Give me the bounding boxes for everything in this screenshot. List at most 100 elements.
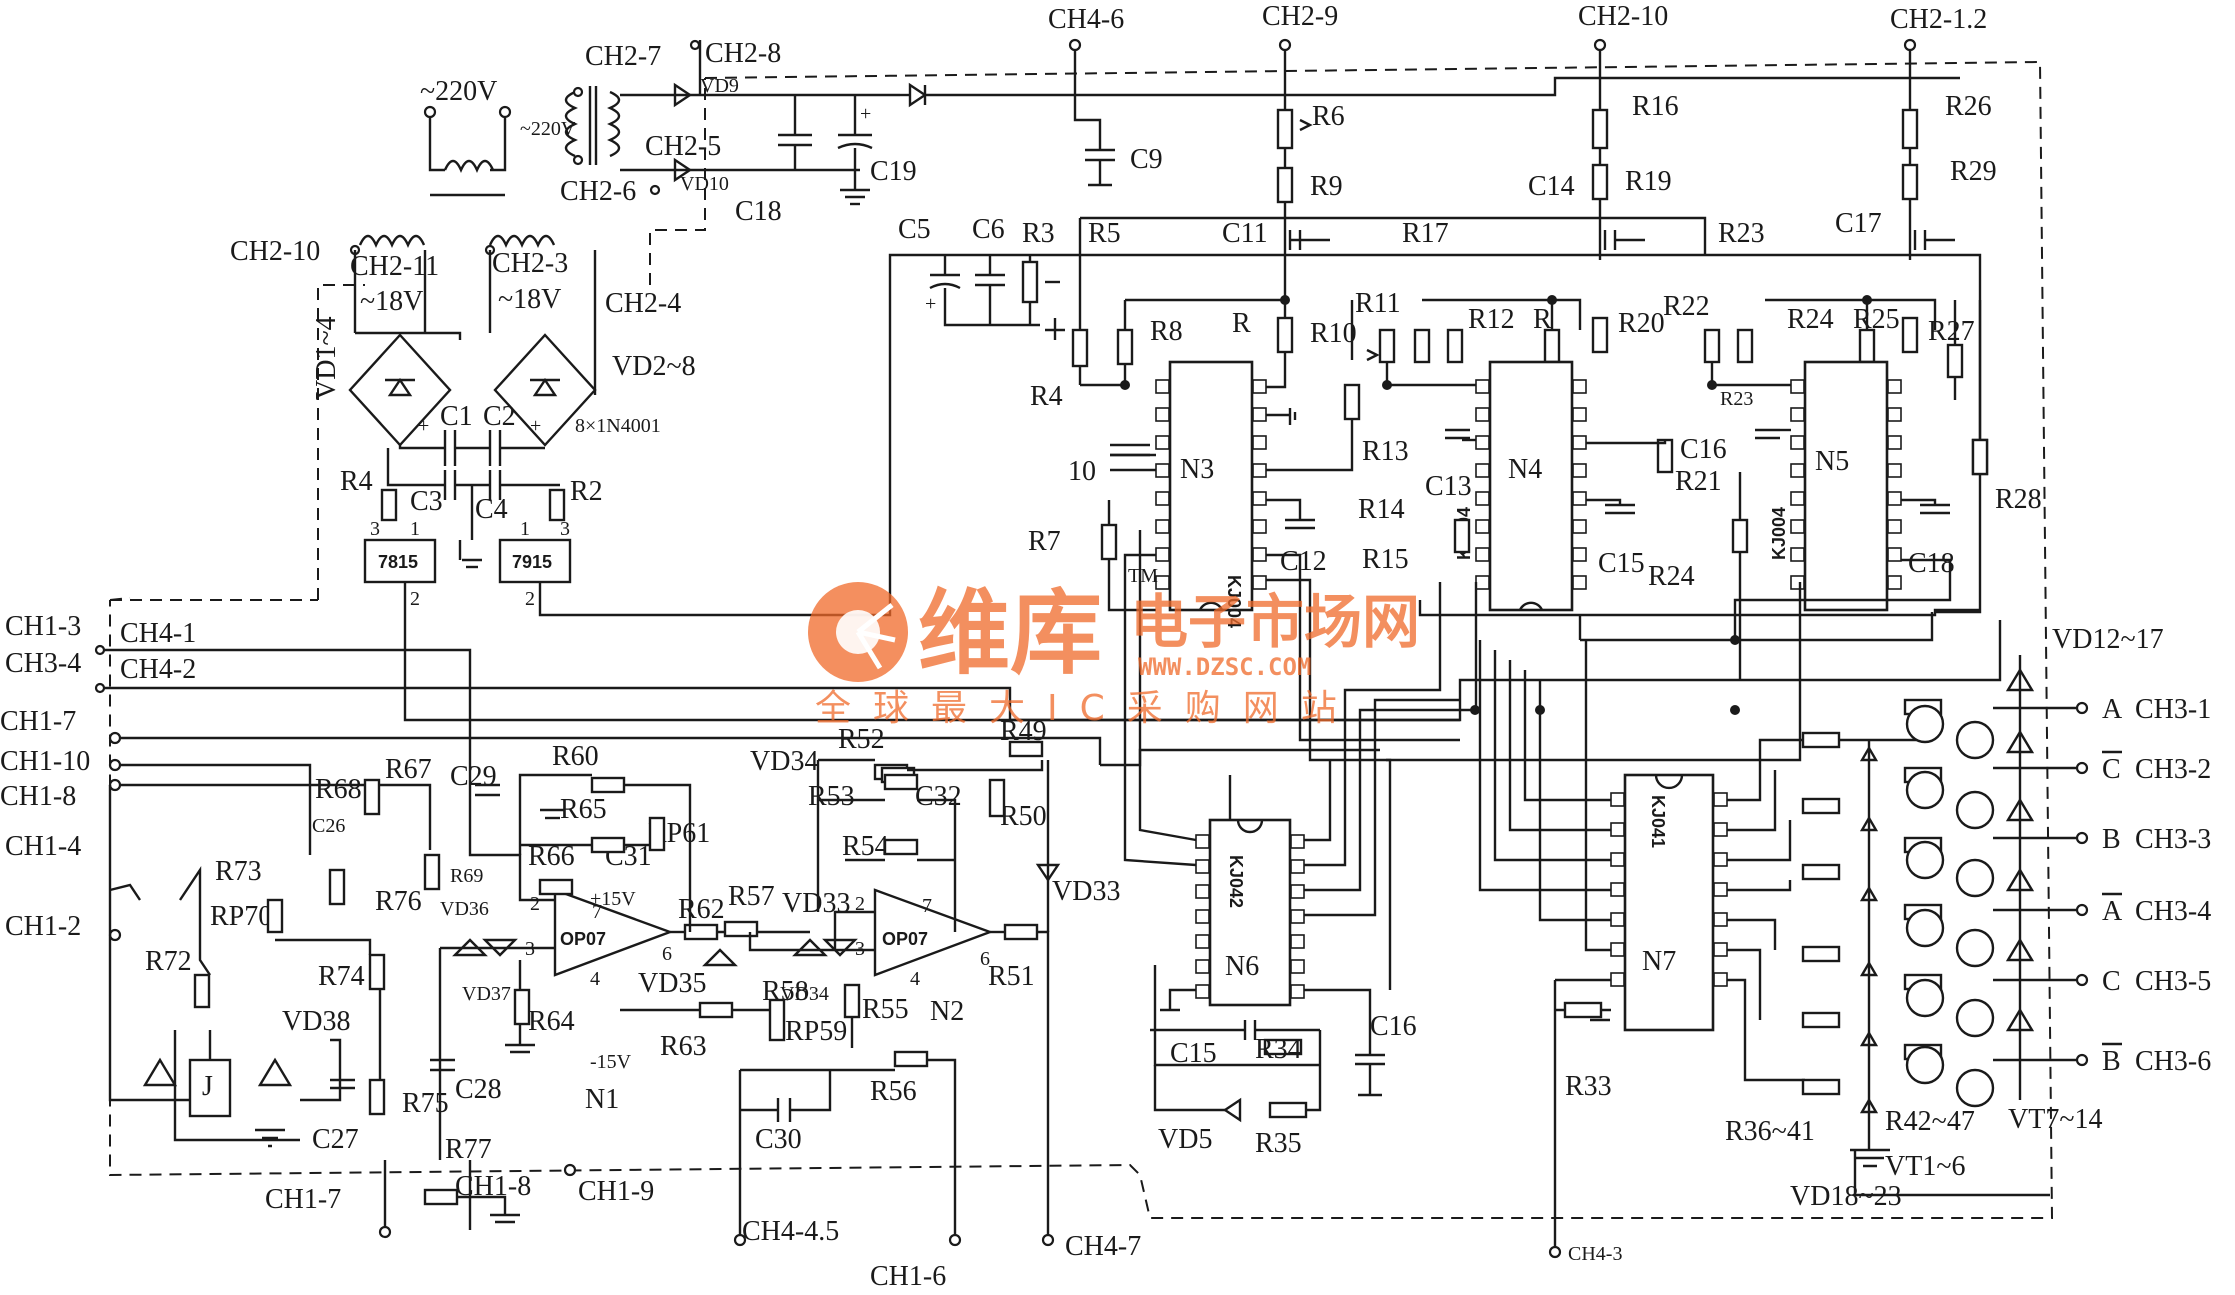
out-pin-1: CH3-1 xyxy=(2135,694,2211,725)
svg-text:1: 1 xyxy=(410,518,420,540)
n1-name: N1 xyxy=(585,1084,619,1115)
regulator-7815 xyxy=(363,538,437,584)
svg-text:R65: R65 xyxy=(560,794,607,825)
rectifier-left-label: VD1~4 xyxy=(311,316,342,400)
n7-part: KJ041 xyxy=(1648,795,1668,848)
opamp-n1: OP07 N1 +15V -15V 2 3 4 7 6 xyxy=(525,888,810,1115)
svg-text:VD38: VD38 xyxy=(282,1006,350,1037)
svg-text:R16: R16 xyxy=(1632,91,1679,122)
svg-text:VD35: VD35 xyxy=(638,968,706,999)
svg-text:R2: R2 xyxy=(570,476,603,507)
out-pin-4: CH3-4 xyxy=(2135,896,2211,927)
svg-text:C14: C14 xyxy=(1528,171,1575,202)
n3-part: KJ004 xyxy=(1224,575,1244,628)
conn-ch2-10-top: CH2-10 xyxy=(1578,1,1668,32)
svg-text:C3: C3 xyxy=(410,486,443,517)
svg-text:R4: R4 xyxy=(340,466,373,497)
driver-resistors xyxy=(1801,698,1943,1096)
svg-text:R76: R76 xyxy=(375,886,422,917)
diodes-drv-label: VD18~23 xyxy=(1790,1181,1902,1212)
svg-text:R: R xyxy=(1533,304,1552,335)
svg-text:R60: R60 xyxy=(552,741,599,772)
out-pin-5: CH3-5 xyxy=(2135,966,2211,997)
svg-text:R51: R51 xyxy=(988,961,1035,992)
svg-text:1: 1 xyxy=(520,518,530,540)
conn-ch4-2: CH4-2 xyxy=(120,654,196,685)
out-phase-3: B xyxy=(2102,824,2121,855)
svg-text:R8: R8 xyxy=(1150,316,1183,347)
out-phase-1: A xyxy=(2102,694,2123,725)
diodes-out-label: VD12~17 xyxy=(2052,624,2164,655)
conn-ch2-7: CH2-7 xyxy=(585,41,661,72)
svg-text:R64: R64 xyxy=(528,1006,575,1037)
power-supply: ~220V ~220V CH2-7 CH2-8 CH2-5 CH2-6 VD9 … xyxy=(230,38,1982,722)
svg-text:R24: R24 xyxy=(1787,304,1834,335)
svg-text:R73: R73 xyxy=(215,856,262,887)
driver-diodes xyxy=(1850,740,1890,1168)
svg-text:C4: C4 xyxy=(475,494,508,525)
svg-text:R35: R35 xyxy=(1255,1128,1302,1159)
conn-ch1-4: CH1-4 xyxy=(5,831,81,862)
ac-18v-left: ~18V xyxy=(360,286,423,317)
n3-name: N3 xyxy=(1180,454,1214,485)
svg-text:R21: R21 xyxy=(1675,466,1722,497)
conn-ch2-10-left: CH2-10 xyxy=(230,236,320,267)
svg-text:R23: R23 xyxy=(1718,218,1765,249)
svg-text:R75: R75 xyxy=(402,1088,449,1119)
watermark-tm: TM xyxy=(1128,565,1158,587)
svg-text:R29: R29 xyxy=(1950,156,1997,187)
svg-text:R9: R9 xyxy=(1310,171,1343,202)
svg-text:R52: R52 xyxy=(838,724,885,755)
svg-text:R7: R7 xyxy=(1028,526,1061,557)
conn-ch2-9: CH2-9 xyxy=(1262,1,1338,32)
n1-part: OP07 xyxy=(560,929,606,949)
svg-text:R26: R26 xyxy=(1945,91,1992,122)
conn-ch1-3: CH1-3 xyxy=(5,611,81,642)
conn-ch2-3: CH2-3 xyxy=(492,248,568,279)
vd9-label: VD9 xyxy=(700,75,739,97)
svg-text:R55: R55 xyxy=(862,994,909,1025)
conn-ch4-3: CH4-3 xyxy=(1568,1243,1622,1265)
svg-text:R23: R23 xyxy=(1720,388,1753,410)
chip-n6: N6 KJ042 C15 R34 C16 VD5 R35 xyxy=(1150,818,1417,1159)
reg-pos-label: 7815 xyxy=(378,552,418,572)
svg-text:R14: R14 xyxy=(1358,494,1405,525)
out-phase-6: B xyxy=(2102,1046,2121,1077)
svg-text:R22: R22 xyxy=(1663,291,1710,322)
n5-name: N5 xyxy=(1815,446,1849,477)
svg-text:C12: C12 xyxy=(1280,546,1327,577)
out-phase-2: C xyxy=(2102,754,2121,785)
svg-text:R74: R74 xyxy=(318,961,365,992)
enclosure xyxy=(109,60,2054,1219)
res-b-label: R42~47 xyxy=(1885,1106,1975,1137)
svg-text:C30: C30 xyxy=(755,1124,802,1155)
n7-name: N7 xyxy=(1642,946,1676,977)
svg-text:C15: C15 xyxy=(1170,1038,1217,1069)
svg-text:R57: R57 xyxy=(728,881,775,912)
svg-text:VD36: VD36 xyxy=(440,898,489,920)
chip-n4: N4 KJ004 xyxy=(1454,360,1587,612)
conn-ch4-4-5: CH4-4.5 xyxy=(742,1216,839,1247)
transistors-drv-label: VT1~6 xyxy=(1885,1151,1965,1182)
bridge-left xyxy=(348,333,452,447)
svg-text:VD34: VD34 xyxy=(750,746,818,777)
svg-text:R62: R62 xyxy=(678,894,725,925)
svg-text:R54: R54 xyxy=(842,831,889,862)
svg-text:10: 10 xyxy=(1068,456,1096,487)
conn-ch1-6: CH1-6 xyxy=(870,1261,946,1292)
svg-text:+: + xyxy=(860,103,871,125)
n2-part: OP07 xyxy=(882,929,928,949)
svg-text:7: 7 xyxy=(922,895,932,917)
svg-text:R33: R33 xyxy=(1565,1071,1612,1102)
opamp-n1-symbol xyxy=(553,888,674,977)
output-stage: A CH3-1 C CH3-2 B CH3-3 A CH3-4 C CH3-5 … xyxy=(1725,624,2211,1212)
transistors-out-label: VT7~14 xyxy=(2008,1104,2102,1135)
svg-text:3: 3 xyxy=(560,518,570,540)
watermark-brand: 维库 xyxy=(918,580,1102,687)
opamp-n2-symbol xyxy=(873,888,994,977)
svg-text:VD34: VD34 xyxy=(780,983,829,1005)
svg-text:C16: C16 xyxy=(1680,434,1727,465)
svg-text:C5: C5 xyxy=(898,214,931,245)
conn-ch1-10: CH1-10 xyxy=(0,746,90,777)
